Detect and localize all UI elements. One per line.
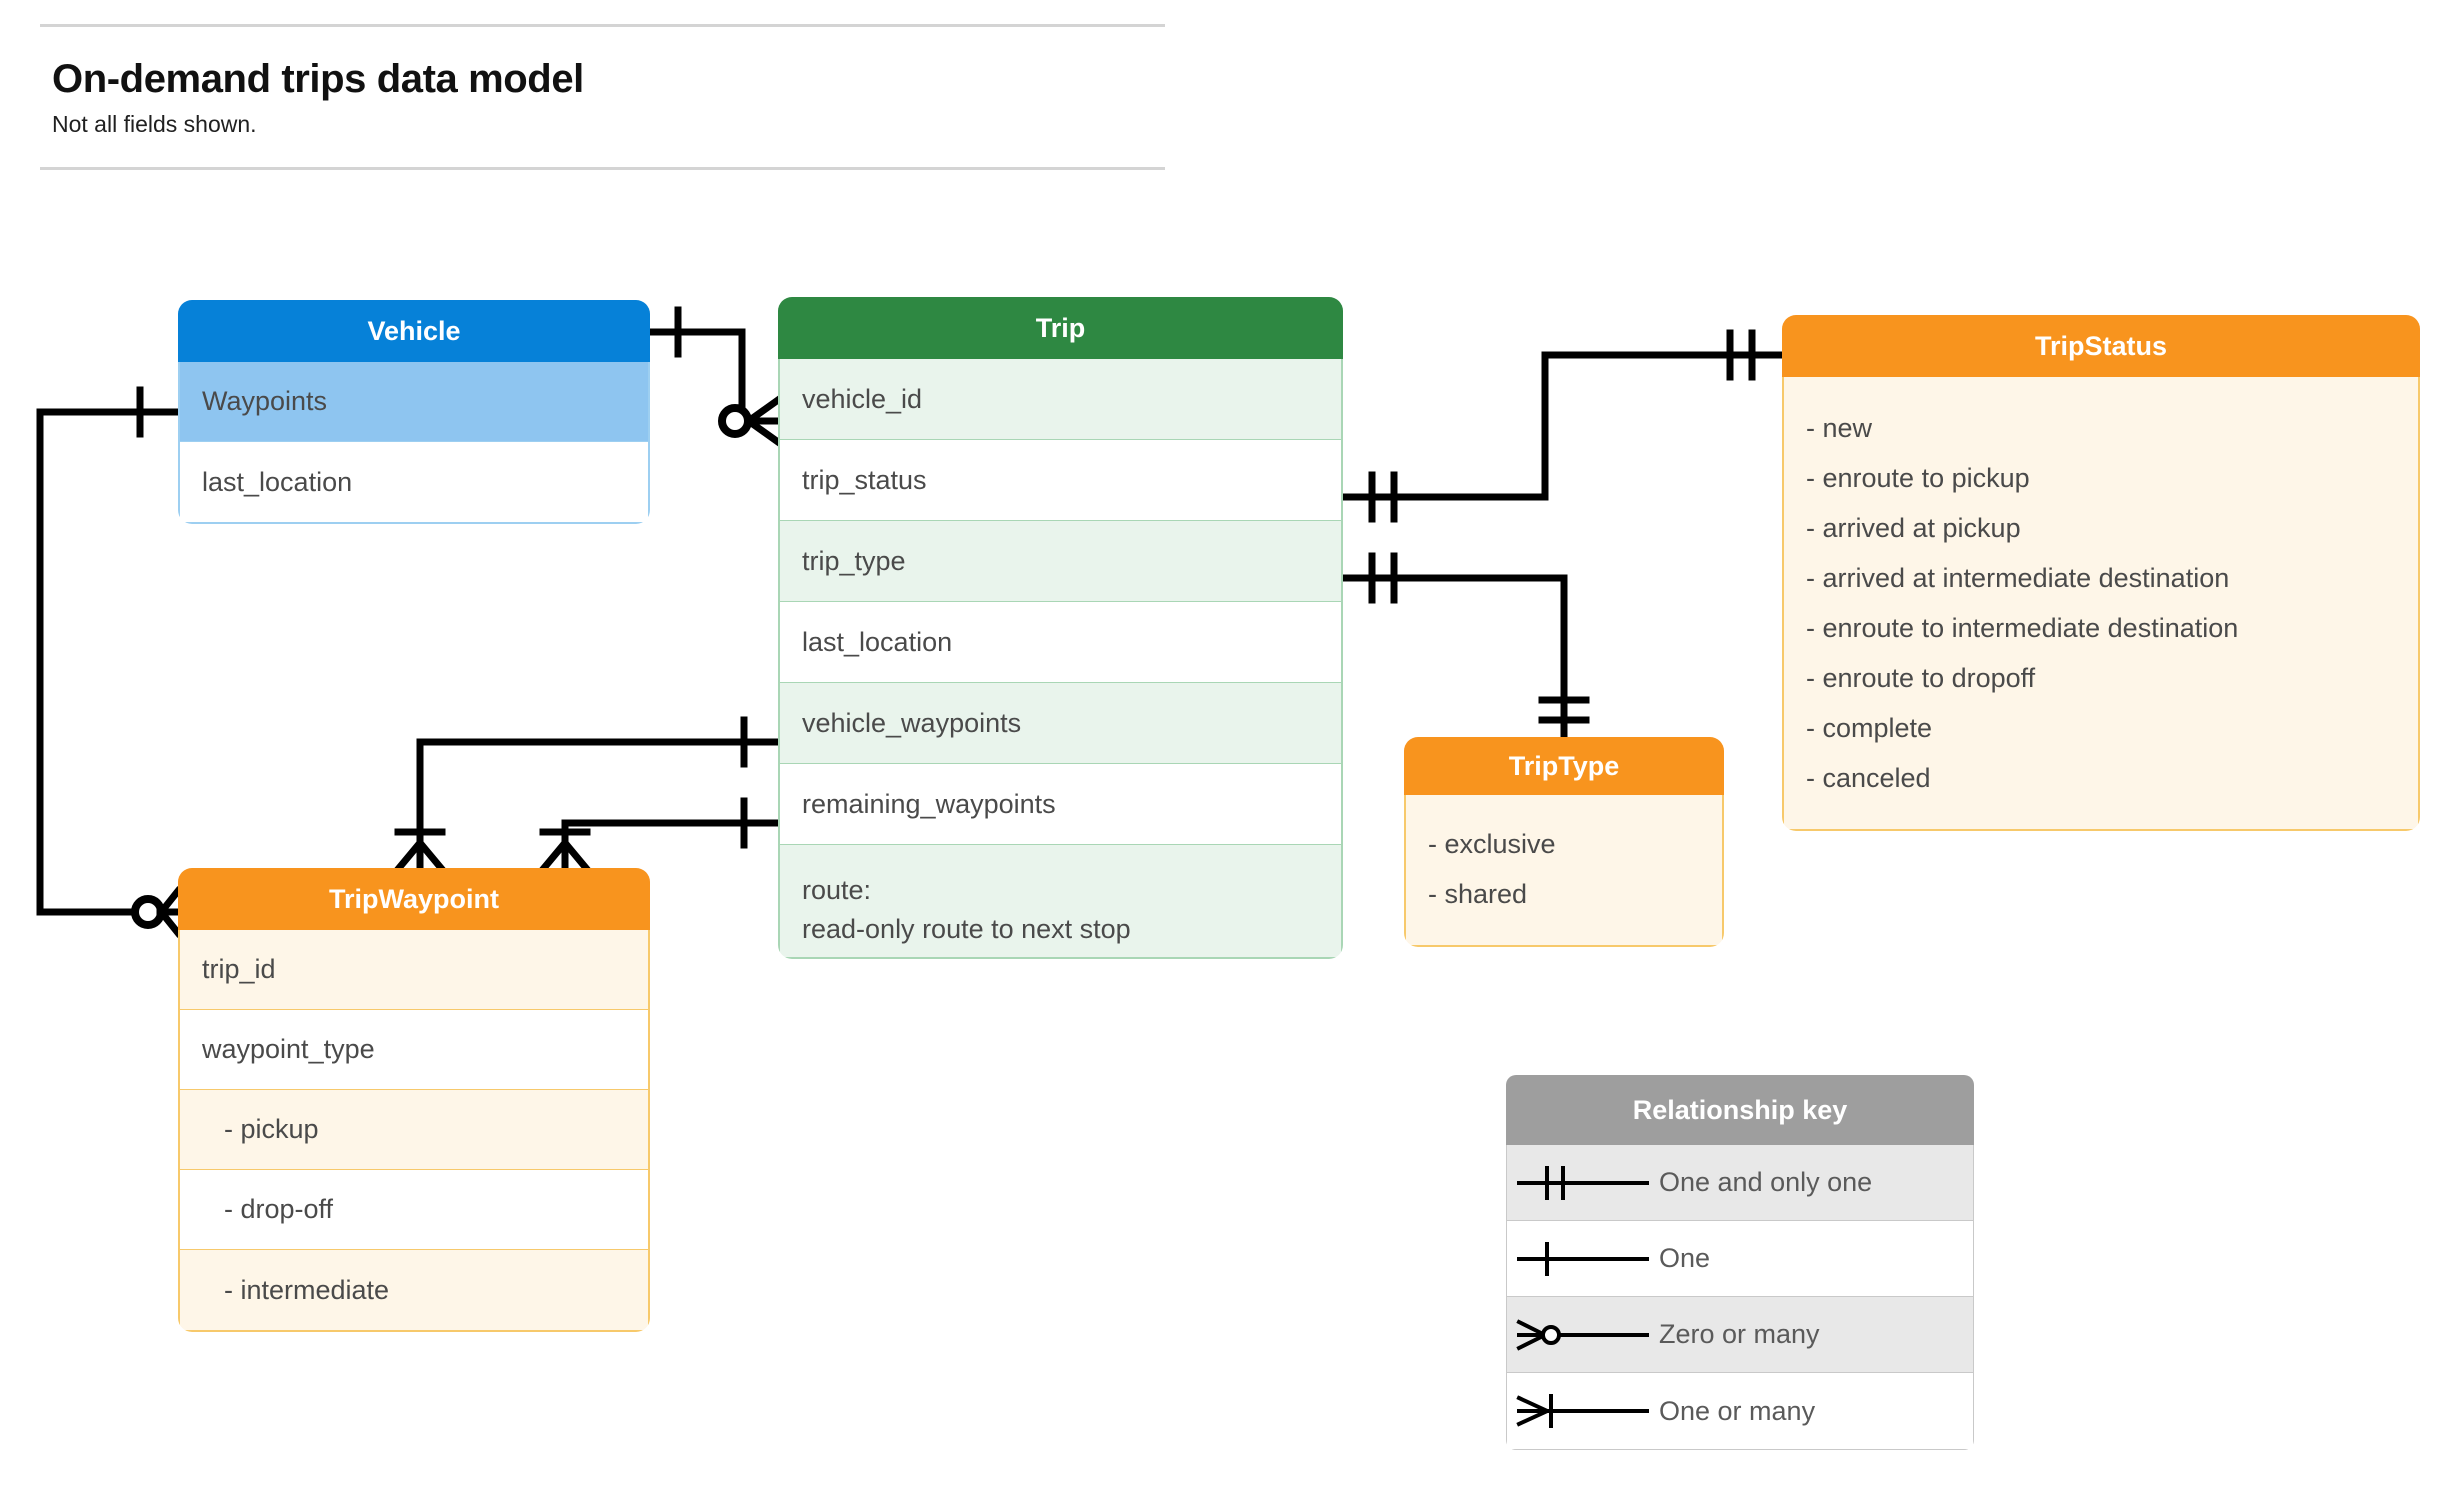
zero-or-many-icon bbox=[1507, 1310, 1659, 1360]
legend-row: One and only one bbox=[1507, 1145, 1973, 1221]
legend-label: One or many bbox=[1659, 1395, 1816, 1426]
enum-value: - canceled bbox=[1806, 763, 1931, 793]
entity-triptype-body: - exclusive - shared bbox=[1404, 795, 1724, 947]
card-many-foot-waypoints bbox=[156, 886, 183, 938]
relationship-key-panel: Relationship key One and only one bbox=[1506, 1075, 1974, 1450]
field-route-description: read-only route to next stop bbox=[802, 914, 1131, 945]
field-row-route[interactable]: route: read-only route to next stop bbox=[780, 845, 1341, 957]
card-zero-circle-waypoints bbox=[131, 895, 165, 929]
legend-row: One bbox=[1507, 1221, 1973, 1297]
connector-vehicle-waypoints bbox=[416, 738, 782, 872]
legend-label: One and only one bbox=[1659, 1167, 1873, 1197]
one-icon bbox=[1507, 1234, 1659, 1284]
field-row[interactable]: last_location bbox=[202, 466, 353, 497]
card-many-foot-vehiclewp bbox=[394, 838, 446, 873]
header-divider-bottom bbox=[40, 166, 1165, 170]
entity-tripwaypoint-body: trip_id waypoint_type - pickup - drop-of… bbox=[178, 930, 650, 1332]
enum-value: - enroute to dropoff bbox=[1806, 663, 2036, 693]
enum-value: - arrived at intermediate destination bbox=[1806, 563, 2230, 593]
field-row[interactable]: trip_status bbox=[780, 440, 1341, 521]
card-zero-circle-vehicle-trip bbox=[718, 404, 752, 438]
relationship-key-title: Relationship key bbox=[1506, 1075, 1974, 1145]
card-many-foot-vehicle-trip bbox=[744, 395, 783, 447]
connector-vehicle-trip bbox=[646, 328, 764, 425]
enum-row[interactable]: - intermediate bbox=[180, 1250, 648, 1330]
enum-value: - enroute to pickup bbox=[1806, 463, 2030, 493]
document-header: On-demand trips data model Not all field… bbox=[40, 24, 1165, 170]
enum-value: - enroute to intermediate destination bbox=[1806, 613, 2239, 643]
entity-trip-body: vehicle_id trip_status trip_type last_lo… bbox=[778, 359, 1343, 959]
legend-label: Zero or many bbox=[1659, 1319, 1820, 1349]
field-route-label: route: bbox=[802, 875, 872, 905]
field-row[interactable]: remaining_waypoints bbox=[780, 764, 1341, 845]
header-divider-top bbox=[40, 24, 1165, 27]
entity-tripwaypoint-title: TripWaypoint bbox=[178, 868, 650, 930]
connector-remaining-waypoints bbox=[561, 819, 782, 872]
field-row[interactable]: trip_id bbox=[180, 930, 648, 1010]
entity-tripstatus-title: TripStatus bbox=[1782, 315, 2420, 377]
enum-value: - exclusive bbox=[1428, 829, 1556, 859]
page-subtitle: Not all fields shown. bbox=[52, 111, 257, 137]
enum-row[interactable]: - drop-off bbox=[180, 1170, 648, 1250]
enum-value: - arrived at pickup bbox=[1806, 513, 2021, 543]
field-row[interactable]: waypoint_type bbox=[180, 1010, 648, 1090]
entity-vehicle[interactable]: Vehicle Waypoints last_location bbox=[178, 300, 650, 524]
relationship-key-body: One and only one One bbox=[1506, 1145, 1974, 1450]
entity-tripstatus[interactable]: TripStatus - new - enroute to pickup - a… bbox=[1782, 315, 2420, 831]
field-row[interactable]: vehicle_id bbox=[780, 359, 1341, 440]
one-or-many-icon bbox=[1507, 1386, 1659, 1436]
entity-vehicle-title: Vehicle bbox=[178, 300, 650, 362]
enum-value: - new bbox=[1806, 413, 1873, 443]
entity-tripstatus-body: - new - enroute to pickup - arrived at p… bbox=[1782, 377, 2420, 831]
entity-triptype[interactable]: TripType - exclusive - shared bbox=[1404, 737, 1724, 947]
enum-value: - shared bbox=[1428, 879, 1528, 909]
enum-value: - complete bbox=[1806, 713, 1933, 743]
header-text: On-demand trips data model Not all field… bbox=[40, 27, 1165, 167]
entity-vehicle-body: Waypoints last_location bbox=[178, 362, 650, 524]
legend-row: One or many bbox=[1507, 1373, 1973, 1449]
field-row[interactable]: Waypoints bbox=[180, 362, 648, 442]
legend-label: One bbox=[1659, 1243, 1711, 1273]
connector-tripstatus bbox=[1339, 351, 1786, 501]
page-title: On-demand trips data model bbox=[52, 57, 584, 101]
enum-row[interactable]: - pickup bbox=[180, 1090, 648, 1170]
field-row[interactable]: vehicle_waypoints bbox=[780, 683, 1341, 764]
entity-tripwaypoint[interactable]: TripWaypoint trip_id waypoint_type - pic… bbox=[178, 868, 650, 1332]
connector-waypoints-tripwaypoint bbox=[36, 408, 182, 916]
connector-triptype bbox=[1339, 574, 1568, 741]
field-row[interactable]: last_location bbox=[780, 602, 1341, 683]
one-and-only-one-icon bbox=[1507, 1158, 1659, 1208]
entity-triptype-title: TripType bbox=[1404, 737, 1724, 795]
card-many-foot-remainingwp bbox=[539, 838, 591, 873]
legend-row: Zero or many bbox=[1507, 1297, 1973, 1373]
entity-trip-title: Trip bbox=[778, 297, 1343, 359]
entity-trip[interactable]: Trip vehicle_id trip_status trip_type la… bbox=[778, 297, 1343, 959]
field-row[interactable]: trip_type bbox=[780, 521, 1341, 602]
